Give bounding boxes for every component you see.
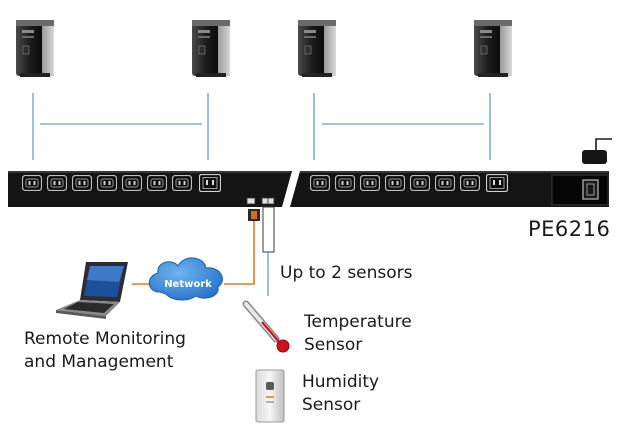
remote-line-2: and Management: [24, 352, 174, 372]
model-label: PE6216: [528, 217, 611, 241]
laptop-icon: [56, 262, 128, 319]
temperature-sensor-label: Temperature Sensor: [304, 311, 412, 357]
network-cable: [132, 221, 255, 285]
thermometer-icon: [242, 300, 290, 353]
pdu-ports: [246, 197, 275, 253]
network-label: Network: [164, 279, 212, 290]
server-tower-icon: [297, 19, 337, 78]
server-tower-icon: [473, 19, 513, 78]
remote-monitoring-label: Remote Monitoring and Management: [24, 328, 186, 374]
power-plug-icon: [582, 138, 612, 164]
humidity-line-2: Sensor: [302, 395, 361, 415]
power-switch-icon: [551, 174, 609, 206]
server-tower-icon: [15, 19, 55, 78]
sensors-label: Up to 2 sensors: [280, 263, 413, 283]
temperature-line-1: Temperature: [304, 312, 412, 332]
server-power-cords: [32, 93, 491, 160]
humidity-sensor-label: Humidity Sensor: [302, 371, 379, 417]
network-cloud-icon: Network: [148, 257, 223, 301]
remote-line-1: Remote Monitoring: [24, 329, 186, 349]
humidity-sensor-icon: [255, 369, 285, 423]
temperature-line-2: Sensor: [304, 335, 363, 355]
humidity-line-1: Humidity: [302, 372, 380, 392]
server-tower-icon: [191, 19, 231, 78]
